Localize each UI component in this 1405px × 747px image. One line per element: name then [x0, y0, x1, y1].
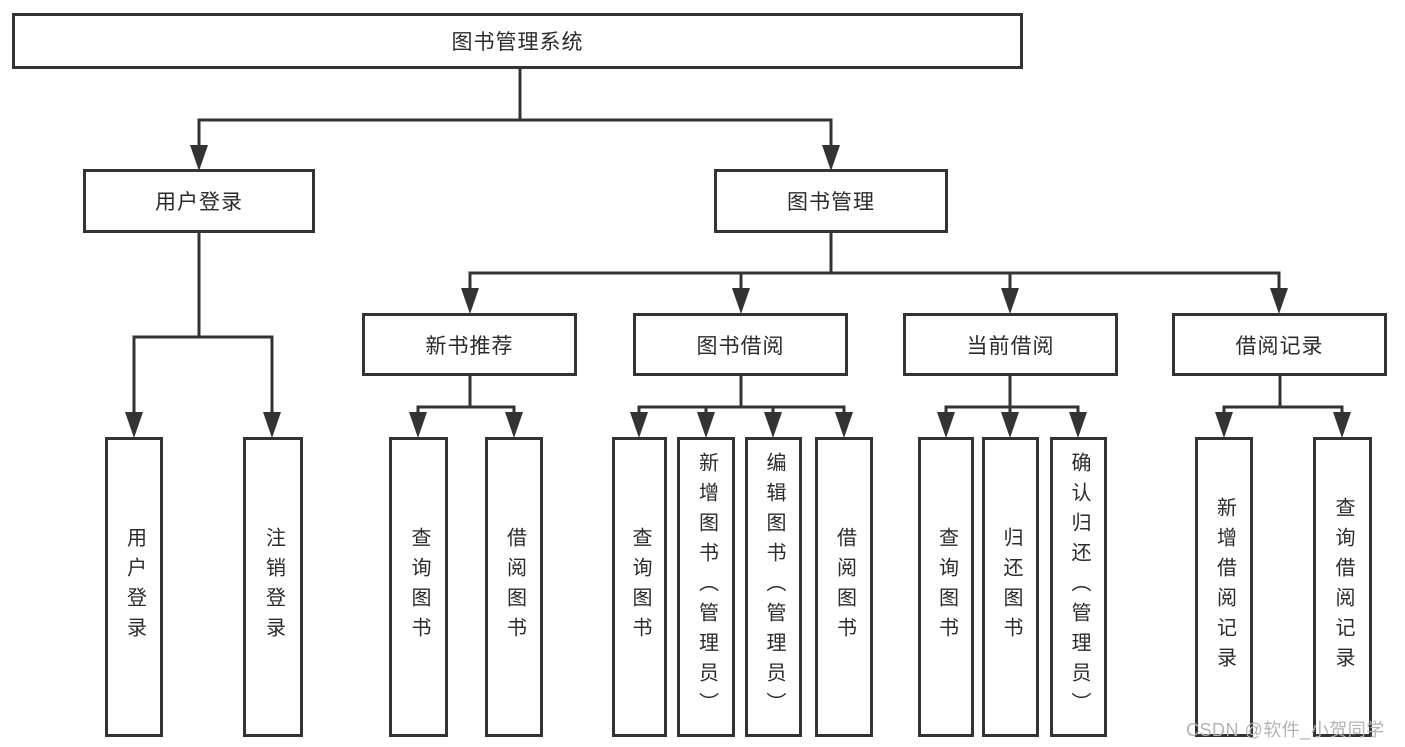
- arrow-down-icon: [937, 412, 955, 438]
- connector-user-login: [132, 232, 274, 414]
- arrow-down-icon: [764, 412, 782, 438]
- leaf-query-books-current-label: 查询图书: [935, 527, 958, 647]
- arrow-down-icon: [1270, 288, 1288, 314]
- node-root-label: 图书管理系统: [451, 31, 584, 54]
- leaf-logout-label: 注销登录: [262, 527, 285, 647]
- leaf-add-borrow-record: 新增借阅记录: [1195, 437, 1253, 737]
- node-book-borrowing: 图书借阅: [633, 313, 848, 376]
- arrow-down-icon: [1069, 412, 1087, 438]
- leaf-borrow-books-newbook-label: 借阅图书: [503, 527, 526, 647]
- arrow-down-icon: [822, 145, 840, 171]
- connector-book-borrow: [637, 374, 846, 414]
- arrow-down-icon: [835, 412, 853, 438]
- arrow-down-icon: [125, 412, 143, 438]
- arrowheads: [125, 145, 1351, 438]
- node-new-book-recommend: 新书推荐: [362, 313, 577, 376]
- leaf-query-books-borrow-label: 查询图书: [629, 527, 651, 647]
- arrow-down-icon: [1333, 412, 1351, 438]
- node-current-borrowing-label: 当前借阅: [966, 334, 1055, 358]
- leaf-borrow-books-borrow-label: 借阅图书: [833, 527, 856, 647]
- leaf-confirm-return-admin-label: 确认归还（管理员）: [1068, 452, 1090, 722]
- node-current-borrowing: 当前借阅: [903, 313, 1118, 376]
- arrow-down-icon: [732, 288, 750, 314]
- leaf-confirm-return-admin: 确认归还（管理员）: [1050, 437, 1107, 737]
- leaf-query-books-borrow: 查询图书: [612, 437, 667, 737]
- node-book-borrowing-label: 图书借阅: [696, 334, 785, 358]
- node-user-login: 用户登录: [83, 169, 315, 233]
- leaf-query-books-current: 查询图书: [918, 437, 974, 737]
- leaf-add-borrow-record-label: 新增借阅记录: [1213, 497, 1236, 677]
- arrow-down-icon: [697, 412, 715, 438]
- leaf-add-book-admin: 新增图书（管理员）: [677, 437, 735, 737]
- leaf-borrow-books-borrow: 借阅图书: [815, 437, 873, 737]
- node-new-book-recommend-label: 新书推荐: [425, 334, 514, 358]
- leaf-return-books: 归还图书: [982, 437, 1039, 737]
- node-book-management: 图书管理: [714, 169, 948, 233]
- arrow-down-icon: [1001, 288, 1019, 314]
- arrow-down-icon: [190, 145, 208, 171]
- arrow-down-icon: [263, 412, 281, 438]
- arrow-down-icon: [409, 412, 427, 438]
- leaf-query-borrow-record-label: 查询借阅记录: [1332, 497, 1354, 677]
- arrow-down-icon: [1215, 412, 1233, 438]
- arrow-down-icon: [505, 412, 523, 438]
- arrow-down-icon: [461, 288, 479, 314]
- leaf-edit-book-admin: 编辑图书（管理员）: [745, 437, 802, 737]
- arrow-down-icon: [630, 412, 648, 438]
- node-book-management-label: 图书管理: [787, 191, 875, 214]
- csdn-watermark: CSDN @软件_小贺同学: [1186, 720, 1385, 740]
- connector-book-management: [468, 232, 1281, 290]
- node-user-login-label: 用户登录: [155, 191, 243, 214]
- connector-root: [197, 67, 833, 147]
- leaf-add-book-admin-label: 新增图书（管理员）: [695, 452, 718, 722]
- leaf-query-books-newbook: 查询图书: [389, 437, 448, 737]
- leaf-query-books-newbook-label: 查询图书: [408, 527, 430, 647]
- leaf-query-borrow-record: 查询借阅记录: [1313, 437, 1372, 737]
- leaf-logout: 注销登录: [243, 437, 303, 737]
- connector-borrow-record: [1222, 374, 1344, 414]
- leaf-borrow-books-newbook: 借阅图书: [485, 437, 543, 737]
- leaf-user-login: 用户登录: [105, 437, 163, 737]
- leaf-user-login-label: 用户登录: [123, 527, 146, 647]
- connector-new-book: [416, 374, 516, 414]
- node-root: 图书管理系统: [12, 13, 1023, 69]
- node-borrowing-records: 借阅记录: [1172, 313, 1387, 376]
- leaf-return-books-label: 归还图书: [1000, 527, 1022, 647]
- arrow-down-icon: [1001, 412, 1019, 438]
- node-borrowing-records-label: 借阅记录: [1235, 334, 1324, 358]
- connector-current-borrow: [944, 374, 1080, 414]
- leaf-edit-book-admin-label: 编辑图书（管理员）: [763, 452, 785, 722]
